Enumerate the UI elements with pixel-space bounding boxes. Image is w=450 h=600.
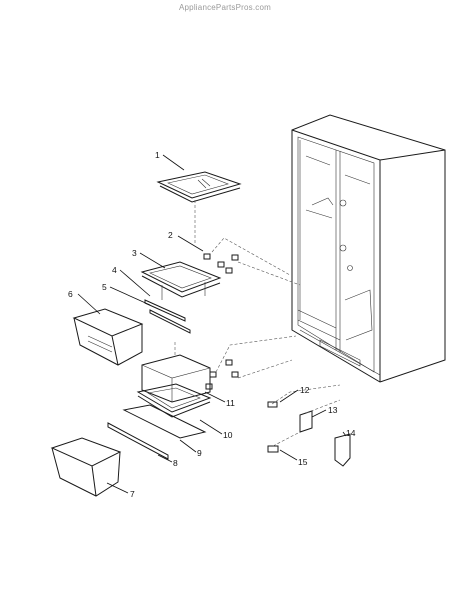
callout-9: 9: [197, 448, 202, 458]
callout-15: 15: [298, 457, 308, 467]
callout-10: 10: [223, 430, 233, 440]
part-shelf-rails: [144, 299, 191, 334]
callout-12: 12: [300, 385, 310, 395]
callout-2: 2: [168, 230, 173, 240]
callout-labels: 1 2 3 4 5 6 7 8 9 10 11 12 13 14 15: [68, 150, 356, 499]
callout-14: 14: [346, 428, 356, 438]
part-glass-shelf: [156, 171, 242, 203]
part-shelf-frame: [140, 261, 222, 300]
leader-lines: [77, 154, 347, 494]
part-shelf-supports-upper: [203, 253, 239, 390]
part-rail: [107, 422, 169, 460]
callout-5: 5: [102, 282, 107, 292]
watermark: AppliancePartsPros.com: [179, 3, 271, 12]
part-lower-crisper: [50, 437, 122, 497]
part-crisper-cover: [141, 354, 211, 403]
assembly-guides: [174, 200, 341, 447]
callout-7: 7: [130, 489, 135, 499]
callout-6: 6: [68, 289, 73, 299]
refrigerator-cabinet: [291, 114, 446, 383]
part-cover-frame: [136, 383, 212, 418]
part-drawer-slide: [122, 404, 207, 439]
callout-11: 11: [226, 398, 235, 408]
part-upper-crisper: [72, 308, 144, 366]
callout-4: 4: [112, 265, 117, 275]
callout-13: 13: [328, 405, 338, 415]
part-small-brackets: [267, 401, 351, 467]
callout-3: 3: [132, 248, 137, 258]
callout-1: 1: [155, 150, 160, 160]
callout-8: 8: [173, 458, 178, 468]
